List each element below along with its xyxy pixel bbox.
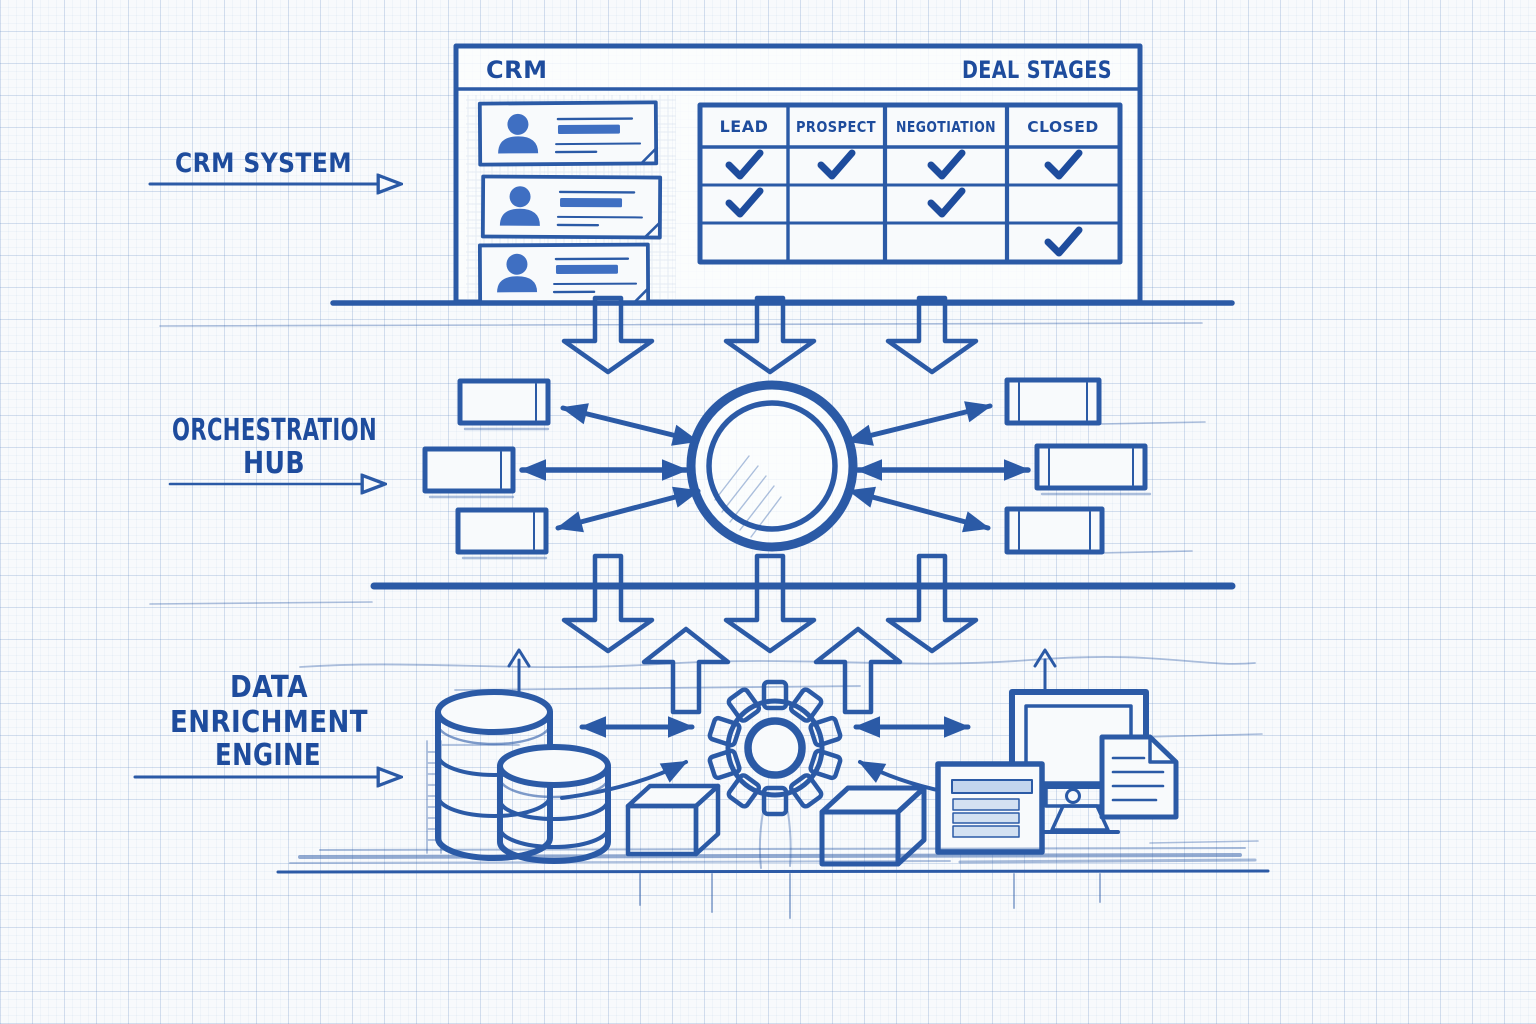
card-text-bar bbox=[555, 264, 618, 275]
table-column-header: NEGOTIATION bbox=[896, 118, 996, 136]
hub-node-right-1 bbox=[1004, 377, 1206, 426]
form-field-bar bbox=[952, 825, 1020, 838]
form-field-bar bbox=[952, 812, 1020, 824]
card-fold bbox=[639, 147, 658, 165]
hub-node-left-2 bbox=[422, 446, 516, 499]
flow-arrow-down bbox=[885, 553, 979, 654]
flow-arrow-up bbox=[813, 626, 903, 715]
flow-arrow-down bbox=[561, 553, 655, 654]
hub-link-arrow bbox=[845, 401, 993, 446]
engine-section bbox=[276, 648, 1270, 919]
crm-system-label: CRM SYSTEM bbox=[148, 148, 400, 184]
sketch-line bbox=[159, 322, 1203, 327]
crm-system-label-text: CRM SYSTEM bbox=[175, 148, 352, 179]
crm-section: CRM DEAL STAGES bbox=[453, 43, 1143, 306]
ground-baseline bbox=[276, 869, 1270, 874]
document-text-lines bbox=[1111, 756, 1165, 802]
table-column-header: CLOSED bbox=[1027, 118, 1099, 136]
form-field-bar bbox=[951, 779, 1033, 794]
cube-icon bbox=[819, 785, 927, 867]
check-icon bbox=[927, 187, 966, 218]
hub-links bbox=[519, 401, 1031, 533]
flow-arrow-down bbox=[885, 295, 979, 375]
up-arrow-small bbox=[1033, 648, 1057, 694]
person-icon bbox=[499, 186, 540, 226]
check-icon bbox=[1044, 149, 1083, 180]
hub-link-arrow bbox=[847, 486, 991, 533]
contact-card bbox=[477, 242, 651, 306]
contact-card bbox=[480, 174, 663, 240]
check-icon bbox=[927, 149, 966, 180]
flow-arrow-down bbox=[723, 295, 817, 375]
table-column-header: PROSPECT bbox=[796, 118, 876, 136]
sketch-horizon-line bbox=[299, 656, 1256, 669]
deal-stages-title: DEAL STAGES bbox=[962, 56, 1112, 84]
check-icon bbox=[817, 149, 856, 180]
flow-arrow-up bbox=[641, 626, 731, 715]
card-text-line bbox=[556, 117, 634, 121]
crm-title: CRM bbox=[486, 56, 547, 84]
hub-to-engine-arrows bbox=[561, 553, 979, 715]
ground-drip-lines bbox=[639, 873, 1101, 919]
card-fold bbox=[643, 221, 662, 239]
check-icon bbox=[1044, 226, 1083, 257]
enrichment-label-line1: DATA bbox=[230, 670, 308, 705]
document-icon bbox=[1099, 734, 1179, 820]
card-text-bar bbox=[560, 197, 623, 208]
hub-circle bbox=[686, 380, 858, 552]
enrichment-label-line3: ENGINE bbox=[215, 738, 321, 773]
card-text-line bbox=[555, 142, 642, 146]
hub-node-right-2 bbox=[1034, 443, 1152, 496]
person-icon bbox=[498, 113, 539, 154]
contact-card bbox=[477, 100, 659, 167]
hub-node-right-3 bbox=[1004, 506, 1193, 555]
gear-icon bbox=[707, 679, 843, 817]
deal-stages-table: LEAD PROSPECT NEGOTIATION CLOSED bbox=[697, 102, 1123, 265]
database-icon bbox=[497, 744, 611, 864]
crm-to-hub-arrows bbox=[561, 295, 979, 375]
flow-arrow-down bbox=[723, 553, 817, 654]
section-labels: CRM SYSTEM ORCHESTRATION HUB DATA ENRICH… bbox=[133, 148, 400, 777]
document-fold bbox=[1148, 735, 1178, 764]
hub-node-left-3 bbox=[455, 507, 549, 560]
enrichment-label-line2: ENRICHMENT bbox=[170, 705, 368, 740]
orchestration-label-line2: HUB bbox=[243, 446, 305, 481]
ground-lines bbox=[276, 733, 1270, 919]
table-column-header: LEAD bbox=[720, 117, 769, 136]
gear-curved-arrow bbox=[560, 760, 689, 800]
hub-link-arrow bbox=[555, 486, 701, 533]
hub-section bbox=[422, 377, 1206, 560]
card-text-line bbox=[556, 215, 643, 219]
orchestration-label-line1: ORCHESTRATION bbox=[172, 413, 377, 448]
form-panel-icon bbox=[935, 761, 1045, 855]
hub-node-left-1 bbox=[457, 378, 551, 431]
cube-icon bbox=[625, 783, 721, 857]
check-icon bbox=[725, 187, 764, 218]
data-enrichment-label: DATA ENRICHMENT ENGINE bbox=[133, 670, 400, 777]
circle-shading bbox=[714, 455, 782, 538]
form-field-bar bbox=[952, 798, 1020, 811]
sketch-line bbox=[758, 811, 792, 869]
person-icon bbox=[497, 253, 538, 293]
flow-arrow-down bbox=[561, 295, 655, 375]
card-text-bar bbox=[557, 124, 620, 135]
sketch-line bbox=[149, 601, 373, 605]
hub-link-arrow bbox=[560, 403, 700, 446]
orchestration-hub-label: ORCHESTRATION HUB bbox=[168, 413, 384, 484]
check-icon bbox=[725, 149, 764, 180]
